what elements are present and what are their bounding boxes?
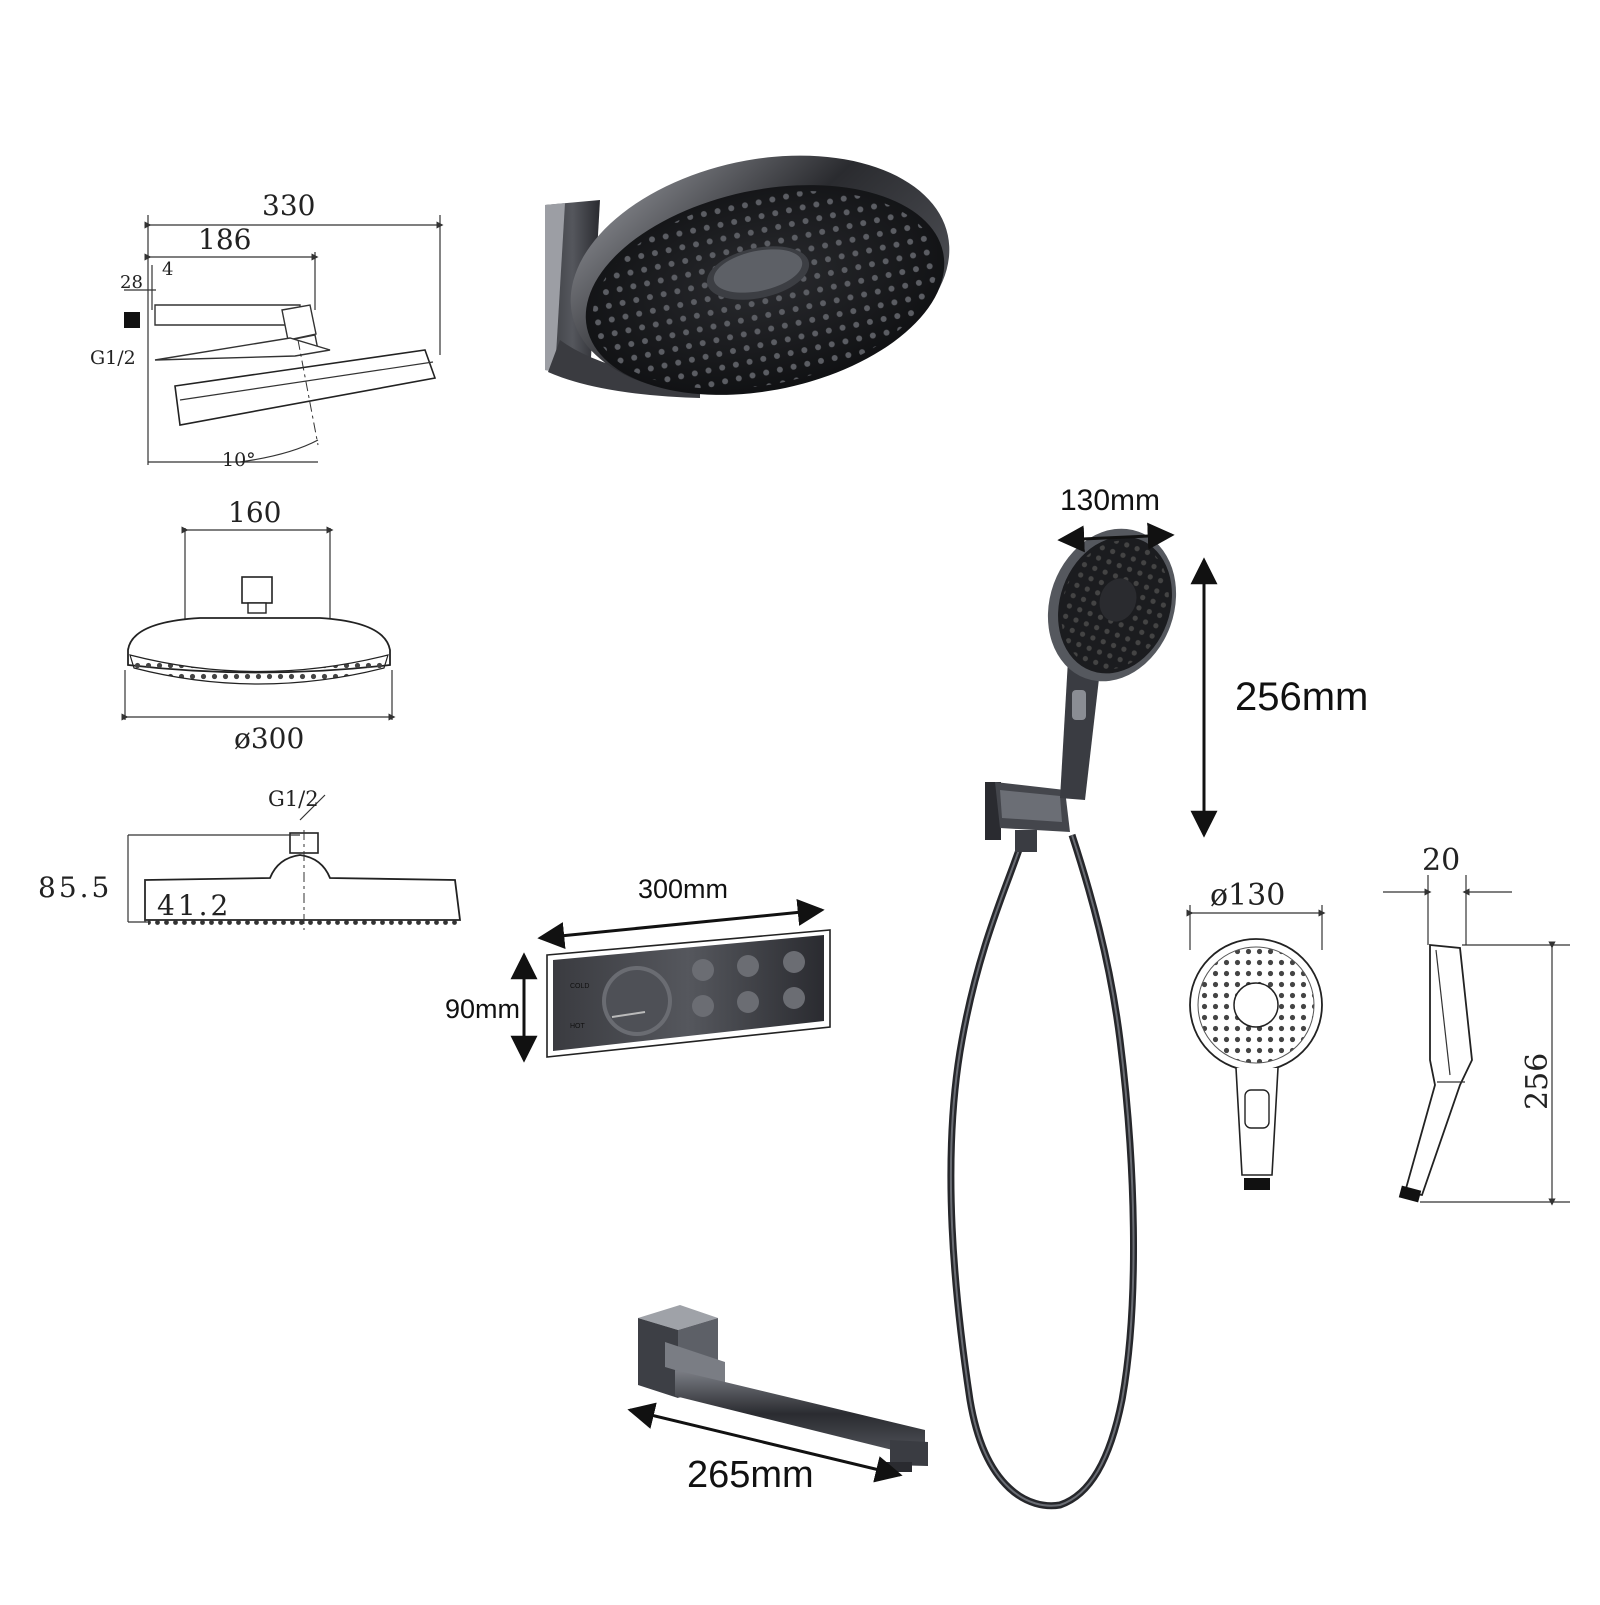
dim-256: 256 [1520, 1053, 1555, 1110]
dim-dia300: ø300 [234, 722, 304, 755]
dim-300mm: 300mm [638, 874, 728, 904]
bath-spout-icon: 265mm [627, 1305, 928, 1496]
function-button-2 [737, 955, 759, 977]
dim-4: 4 [162, 259, 173, 280]
head-front-view: 160 ø300 [121, 496, 396, 755]
mixer-valve-icon: COLD HOT 300mm 90mm [445, 874, 831, 1063]
hand-shower-icon: 130mm 256mm [947, 484, 1368, 1510]
dim-41-2: 41.2 [157, 889, 231, 922]
rain-shower-head-icon [545, 155, 950, 398]
dim-256mm: 256mm [1235, 675, 1368, 719]
function-button-3 [783, 951, 805, 973]
function-button-5 [737, 991, 759, 1013]
dim-90mm: 90mm [445, 994, 520, 1024]
thread-g12-head: G1/2 [268, 787, 319, 811]
angle-10deg: 10° [222, 449, 256, 471]
function-button-4 [692, 995, 714, 1017]
arm-side-view: 330 186 28 4 G1/2 10° [90, 189, 444, 471]
dim-330: 330 [262, 189, 315, 222]
dim-28: 28 [120, 272, 143, 293]
thread-g12-arm: G1/2 [90, 347, 136, 369]
dim-265mm: 265mm [687, 1454, 814, 1496]
valve-hot-label: HOT [570, 1023, 586, 1030]
valve-cold-label: COLD [570, 983, 589, 990]
hand-shower-side-view: 20 256 [1383, 843, 1570, 1206]
function-buttons [692, 951, 805, 1017]
dim-20: 20 [1422, 843, 1460, 878]
dim-186: 186 [198, 223, 251, 256]
dim-dia130: ø130 [1210, 878, 1285, 913]
head-side-view: G1/2 85.5 41.2 [38, 787, 462, 930]
dim-85-5: 85.5 [38, 871, 112, 904]
function-button-6 [783, 987, 805, 1009]
dim-130mm: 130mm [1060, 484, 1160, 517]
dim-160: 160 [228, 496, 281, 529]
hand-shower-front-view: ø130 [1186, 878, 1326, 1190]
function-button-1 [692, 959, 714, 981]
